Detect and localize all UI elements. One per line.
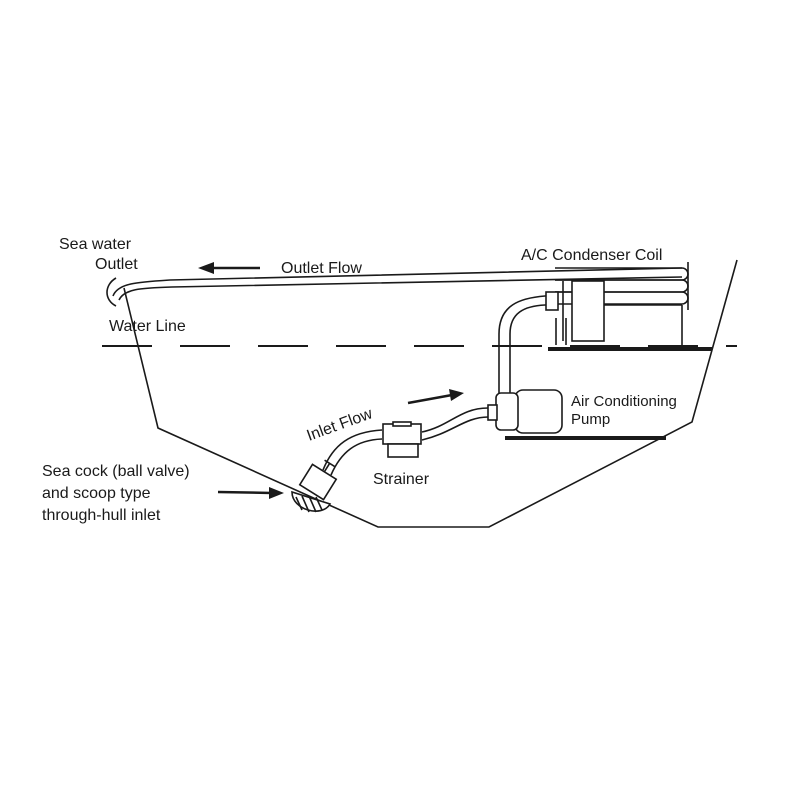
inlet-flow-arrow [407,393,453,405]
seacock-to-strainer-hose-inner [330,438,383,476]
condenser-housing [571,280,605,342]
seacock-valve [298,459,338,501]
strainer-to-pump-hose-inner [421,416,489,441]
seacock-pointer-arrowhead [269,487,284,499]
outlet-flow-arrowhead [198,262,214,274]
strainer-bowl [382,423,422,445]
scoop-inlet [291,490,332,513]
label-seacock-line1: Sea cock (ball valve) [42,463,190,480]
label-seacock-line3: through-hull inlet [42,507,161,524]
pump-head [495,392,519,431]
label-outlet-flow: Outlet Flow [281,260,362,277]
label-water-line: Water Line [109,318,186,335]
label-seawater-outlet-line2: Outlet [95,256,138,273]
label-pump-line1: Air Conditioning [571,393,677,410]
outlet-hose-inner [118,276,683,301]
label-condenser-coil: A/C Condenser Coil [521,247,662,264]
condenser-coil [555,262,689,310]
label-seawater-outlet-line1: Sea water [59,236,132,253]
label-inlet-flow: Inlet Flow [305,405,376,445]
strainer-base [387,443,419,458]
seacock-pointer-arrow [217,490,273,495]
pump-body [514,389,563,434]
pump-inlet-stub [487,404,498,421]
label-seacock-line2: and scoop type [42,485,151,502]
strainer-to-pump-hose [421,407,489,433]
strainer-cap [392,421,412,427]
pump-to-condenser-pipe-inner [509,304,556,400]
seacock-to-strainer-hose [322,429,383,471]
label-strainer: Strainer [373,471,430,488]
condenser-inlet-fitting [545,291,559,311]
label-pump-line2: Pump [571,411,610,428]
inlet-flow-arrowhead [449,389,464,401]
outlet-hose [112,267,683,297]
hull-outline [123,259,738,528]
outlet-fitting [106,277,117,307]
pump-to-condenser-pipe [498,295,556,400]
